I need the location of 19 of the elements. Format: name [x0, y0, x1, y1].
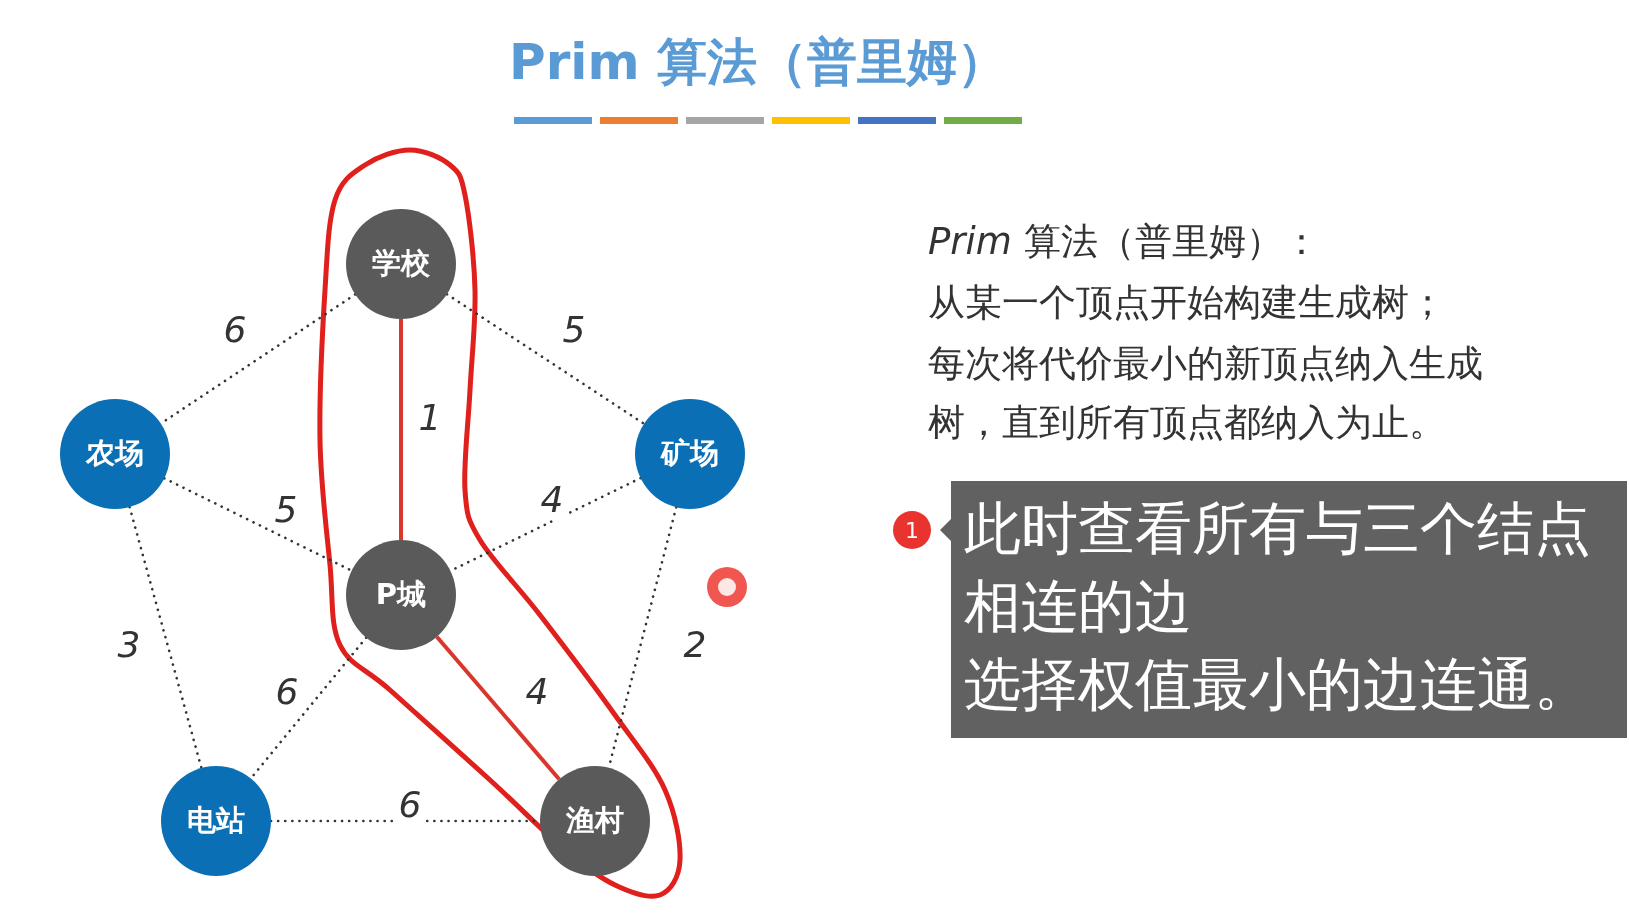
- vertex-circle: P城: [346, 540, 456, 650]
- callout-box: [940, 481, 1627, 738]
- title: Prim 算法（普里姆）: [508, 32, 1008, 93]
- description-text: Prim 算法（普里姆）：: [928, 219, 1321, 265]
- edge-line: [435, 635, 561, 781]
- edge-line: [128, 505, 203, 770]
- edge-line: [163, 477, 353, 572]
- edge-line: [399, 319, 403, 540]
- callout-text: 此时查看所有与三个结点相连的边: [964, 494, 1592, 641]
- description-text: 从某一个顶点开始构建生成树；: [928, 280, 1447, 326]
- edge-line: [445, 292, 646, 426]
- vertex-circle: 学校: [346, 209, 456, 319]
- description-text: 每次将代价最小的新顶点纳入生成树，直到所有顶点都纳入为止。: [928, 341, 1484, 446]
- vertex-circle: 电站: [161, 766, 271, 876]
- vertex-circle: 农场: [60, 399, 170, 509]
- vertex-circle: 矿场: [635, 399, 745, 509]
- vertex-circle: 渔村: [540, 766, 650, 876]
- number-badge: 1: [893, 511, 931, 549]
- callout-text: 选择权值最小的边连通。: [964, 650, 1592, 719]
